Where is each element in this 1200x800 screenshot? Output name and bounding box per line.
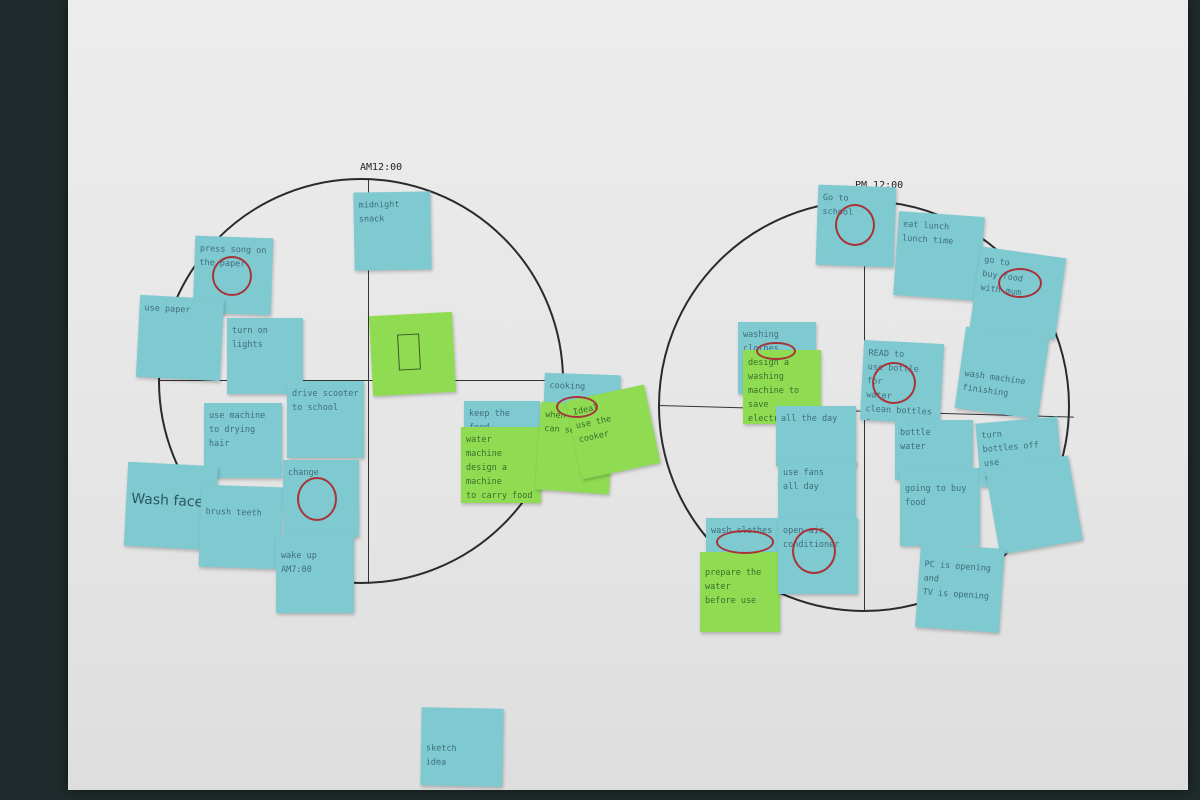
sticky-note-carry-food: water machine design a machine to carry …	[461, 427, 541, 503]
sticky-note-read-bottle: READ to use bottle for water clean bottl…	[859, 339, 945, 425]
sticky-note-buy-with-mum: go to buy food with mum	[969, 246, 1067, 340]
sticky-note-eat-lunch: eat lunch lunch time	[893, 211, 985, 301]
sticky-note-all-the-day: all the day	[776, 406, 856, 466]
sticky-note-wake-up: wake up AM7:00	[276, 535, 354, 613]
sticky-note-change: change	[283, 460, 359, 537]
am-vertical-axis	[368, 178, 369, 584]
sticky-note-drive-scooter: drive scooter to school	[287, 381, 364, 458]
sticky-note-midnight-snack: midnight snack	[353, 191, 432, 271]
sketch-drawing	[397, 333, 421, 371]
sticky-note-ideal-cooker: Ideal use the cooker	[565, 384, 661, 480]
sticky-note-prepare-water: prepare the water before use	[700, 552, 780, 632]
am-horizontal-axis	[158, 380, 564, 381]
sticky-note-going-to-buy-food: going to buy food	[900, 468, 980, 546]
sticky-note-use-paper: use paper	[135, 294, 225, 382]
sticky-note-air-conditioner: open air conditioner	[778, 518, 858, 594]
sticky-note-bottom-sketch: sketch idea	[420, 707, 504, 787]
sticky-note-go-to-school: Go to school	[815, 184, 897, 268]
am-clock-label: AM12:00	[360, 162, 403, 173]
sticky-note-electricity	[985, 455, 1083, 555]
sticky-note-brush-teeth: brush teeth	[198, 484, 284, 570]
sticky-note-pc-tv: PC is opening and TV is opening	[915, 543, 1005, 633]
pm-clock-label: PM 12:00	[855, 180, 904, 191]
sticky-note-wash-machine-sketch: wash machine finishing	[954, 326, 1050, 420]
sticky-note-use-fans: use fans all day	[778, 460, 856, 520]
